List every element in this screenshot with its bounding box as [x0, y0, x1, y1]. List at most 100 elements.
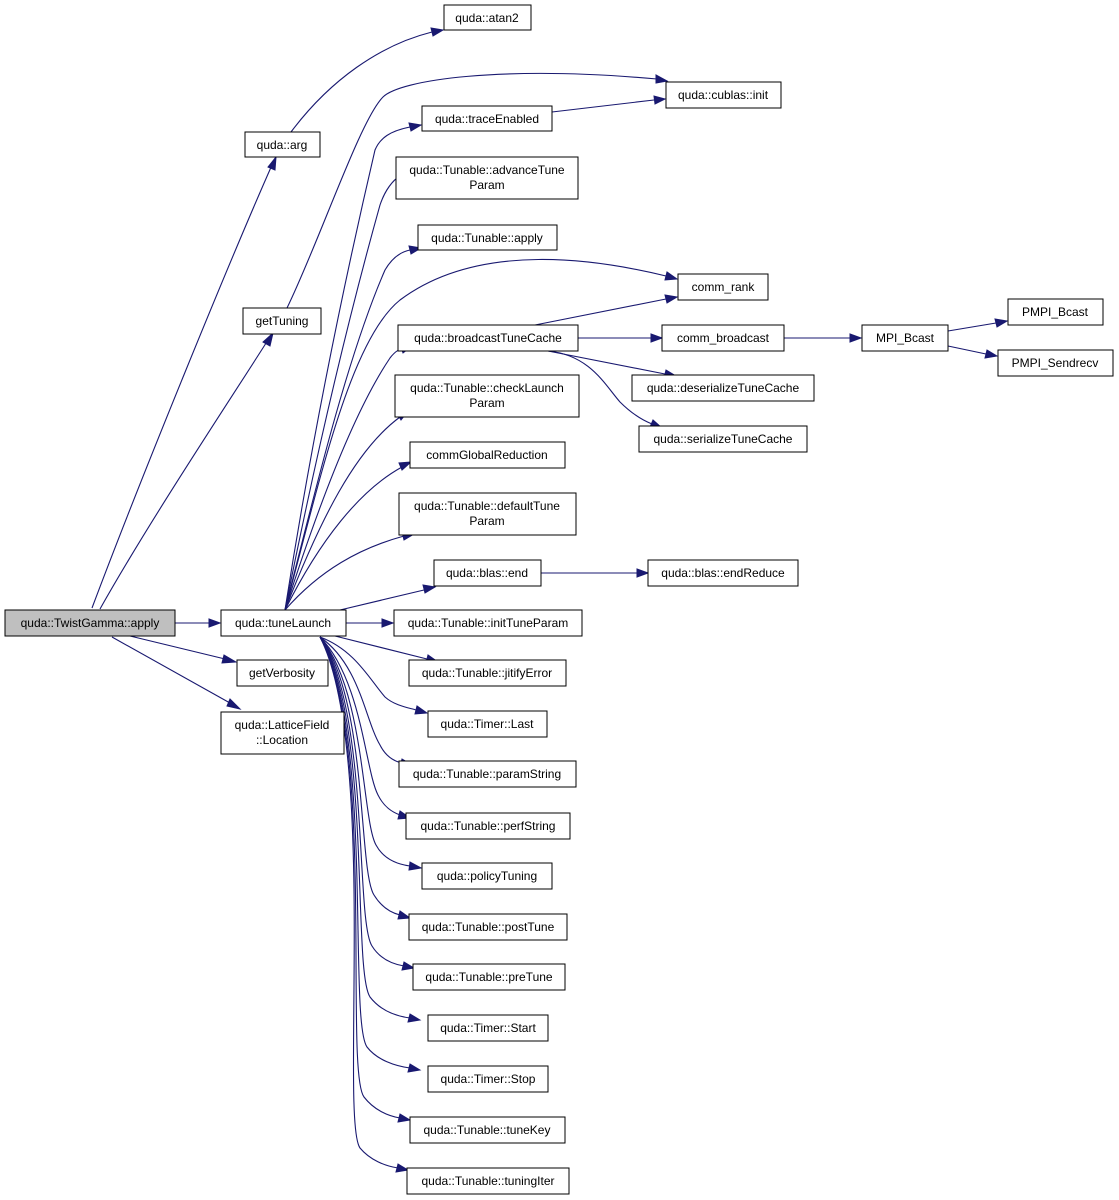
- node-init-tune-param[interactable]: quda::Tunable::initTuneParam: [393, 609, 583, 637]
- node-arg[interactable]: quda::arg: [244, 131, 321, 158]
- node-label: quda::Timer::Stop: [441, 1072, 536, 1086]
- node-label: quda::broadcastTuneCache: [414, 331, 562, 345]
- node-deserialize-tune-cache[interactable]: quda::deserializeTuneCache: [631, 374, 815, 402]
- edge-trace-cublas: [551, 99, 655, 113]
- node-timer-last[interactable]: quda::Timer::Last: [427, 710, 548, 738]
- node-blas-end-reduce[interactable]: quda::blas::endReduce: [647, 559, 799, 587]
- edge-trace-cublas-arrow: [653, 95, 667, 105]
- edge-tl-cgr-arrow: [398, 461, 413, 471]
- edge-tl-last: [319, 636, 417, 711]
- edge-arg-atan2-arrow: [430, 27, 445, 37]
- node-label: getVerbosity: [249, 666, 315, 680]
- edge-mpi-psend: [947, 345, 987, 355]
- node-label: quda::Tunable::defaultTune: [414, 499, 560, 513]
- edge-tl-blasend-arrow: [422, 584, 437, 594]
- node-timer-stop[interactable]: quda::Timer::Stop: [427, 1065, 549, 1093]
- node-comm-rank[interactable]: comm_rank: [677, 273, 769, 301]
- node-pmpi-sendrecv[interactable]: PMPI_Sendrecv: [997, 349, 1114, 377]
- edge-tl-policy: [319, 636, 411, 867]
- node-label: quda::blas::endReduce: [661, 566, 785, 580]
- node-broadcast-tune-cache[interactable]: quda::broadcastTuneCache: [397, 324, 579, 352]
- edge-tl-tapply: [284, 249, 411, 611]
- edge-tl-tuningiter: [319, 636, 399, 1169]
- node-serialize-tune-cache[interactable]: quda::serializeTuneCache: [638, 425, 808, 453]
- node-timer-start[interactable]: quda::Timer::Start: [427, 1014, 549, 1042]
- edge-tl-bcast: [284, 347, 407, 611]
- edge-tl-commrank-arrow: [664, 271, 679, 281]
- edge-apply-tunelaunch-arrow: [208, 618, 222, 628]
- node-perf-string[interactable]: quda::Tunable::perfString: [405, 812, 571, 840]
- node-atan2[interactable]: quda::atan2: [443, 4, 532, 31]
- node-tune-launch[interactable]: quda::tuneLaunch: [220, 609, 347, 637]
- node-label: comm_broadcast: [677, 331, 770, 345]
- node-twist-gamma-apply[interactable]: quda::TwistGamma::apply: [4, 609, 176, 637]
- node-lattice-field-location[interactable]: quda::LatticeField ::Location: [220, 711, 345, 755]
- edge-tl-perf: [319, 636, 401, 816]
- node-policy-tuning[interactable]: quda::policyTuning: [421, 862, 553, 890]
- node-get-verbosity[interactable]: getVerbosity: [236, 659, 329, 687]
- node-comm-broadcast[interactable]: comm_broadcast: [661, 324, 785, 352]
- node-cublas-init[interactable]: quda::cublas::init: [665, 81, 782, 109]
- node-param-string[interactable]: quda::Tunable::paramString: [398, 760, 577, 788]
- edge-tl-start: [319, 636, 411, 1019]
- edge-tl-policy-arrow: [408, 861, 423, 871]
- edge-apply-gettuning-arrow: [262, 331, 274, 347]
- node-tune-key[interactable]: quda::Tunable::tuneKey: [409, 1116, 566, 1144]
- node-label: commGlobalReduction: [426, 448, 547, 462]
- node-trace-enabled[interactable]: quda::traceEnabled: [421, 105, 553, 132]
- node-default-tune-param[interactable]: quda::Tunable::defaultTune Param: [398, 492, 577, 536]
- node-label: quda::Timer::Start: [440, 1021, 536, 1035]
- edge-gettuning-cublas-arrow: [655, 74, 669, 84]
- node-label: PMPI_Sendrecv: [1012, 356, 1099, 370]
- node-pmpi-bcast[interactable]: PMPI_Bcast: [1007, 298, 1104, 326]
- node-blas-end[interactable]: quda::blas::end: [433, 559, 542, 587]
- node-label-line2: Param: [469, 178, 504, 192]
- node-label: quda::Tunable::advanceTune: [409, 163, 565, 177]
- edge-bc-ser: [547, 350, 653, 425]
- node-label: quda::Tunable::tuningIter: [422, 1174, 555, 1188]
- edge-tl-tunekey: [319, 636, 401, 1119]
- node-label: quda::Tunable::postTune: [422, 920, 555, 934]
- edge-arg-atan2: [290, 31, 433, 133]
- edge-tl-pre: [319, 636, 405, 967]
- edge-tl-pre-arrow: [401, 961, 416, 971]
- node-get-tuning[interactable]: getTuning: [242, 307, 322, 335]
- edge-tl-advance: [284, 175, 401, 611]
- node-jitify-error[interactable]: quda::Tunable::jitifyError: [408, 659, 567, 687]
- node-pre-tune[interactable]: quda::Tunable::preTune: [412, 963, 566, 991]
- edge-apply-gettuning: [99, 339, 269, 610]
- node-comm-global-reduction[interactable]: commGlobalReduction: [409, 441, 566, 469]
- edge-tl-stop: [319, 636, 411, 1069]
- edge-bc-commrank-arrow: [664, 294, 679, 304]
- node-tunable-apply[interactable]: quda::Tunable::apply: [417, 224, 558, 251]
- edge-tl-blasend: [339, 589, 425, 611]
- edge-tl-stop-arrow: [407, 1063, 422, 1073]
- node-advance-tune-param[interactable]: quda::Tunable::advanceTune Param: [395, 156, 579, 200]
- node-check-launch-param[interactable]: quda::Tunable::checkLaunch Param: [394, 374, 580, 418]
- node-label: quda::Tunable::paramString: [413, 767, 561, 781]
- node-label: quda::blas::end: [446, 566, 528, 580]
- edge-tl-cgr: [284, 466, 403, 611]
- node-post-tune[interactable]: quda::Tunable::postTune: [408, 913, 568, 941]
- edges: [91, 27, 1009, 1173]
- edge-tl-last-arrow: [414, 705, 429, 715]
- node-label: quda::deserializeTuneCache: [647, 381, 800, 395]
- edge-apply-location: [111, 636, 231, 704]
- node-label: quda::LatticeField: [235, 718, 330, 732]
- edge-tl-start-arrow: [407, 1013, 422, 1023]
- edge-bc-commbcast-arrow: [650, 333, 664, 343]
- edge-apply-arg-arrow: [267, 155, 277, 171]
- edge-tl-tunekey-arrow: [397, 1113, 412, 1123]
- node-label: PMPI_Bcast: [1022, 305, 1089, 319]
- edge-tl-trace-arrow: [408, 122, 423, 132]
- edge-tl-tuningiter-arrow: [395, 1163, 410, 1173]
- edge-tl-post-arrow: [397, 910, 412, 920]
- node-mpi-bcast[interactable]: MPI_Bcast: [861, 324, 949, 352]
- node-label: quda::Tunable::jitifyError: [422, 666, 552, 680]
- node-label: quda::policyTuning: [437, 869, 537, 883]
- node-label: quda::Tunable::perfString: [421, 819, 556, 833]
- edge-tl-jitify: [334, 635, 428, 660]
- node-tuning-iter[interactable]: quda::Tunable::tuningIter: [406, 1167, 570, 1195]
- node-label: quda::traceEnabled: [435, 112, 539, 126]
